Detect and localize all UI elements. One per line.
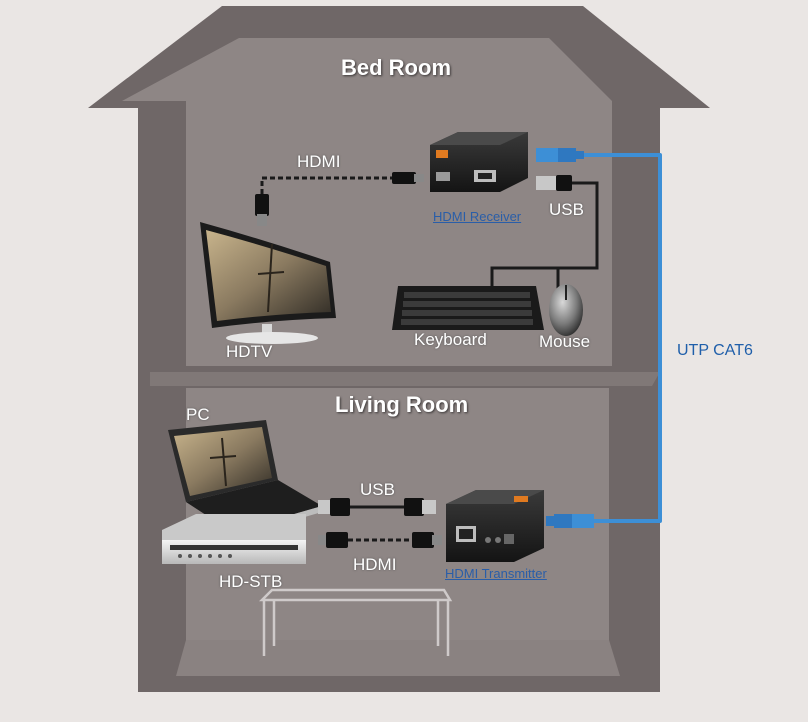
hd-stb-label: HD-STB xyxy=(219,572,283,591)
utp-cat6-cable xyxy=(584,153,662,523)
usb-connector-top xyxy=(490,175,599,290)
hdmi-cable-bottom xyxy=(318,532,442,548)
hdmi-transmitter-icon xyxy=(446,490,544,562)
rj45-connector-bottom xyxy=(546,514,594,528)
table-icon xyxy=(258,588,453,656)
usb-bottom-label: USB xyxy=(360,480,395,499)
usb-top-label: USB xyxy=(549,200,584,219)
usb-cable-bottom xyxy=(318,498,436,516)
hdmi-receiver-icon xyxy=(430,132,528,192)
rj45-connector-top xyxy=(536,148,584,162)
pc-laptop-icon xyxy=(168,420,322,538)
keyboard-label: Keyboard xyxy=(414,330,487,349)
living-room-floor xyxy=(176,640,620,676)
hdmi-receiver-label: HDMI Receiver xyxy=(433,209,522,224)
mouse-label: Mouse xyxy=(539,332,591,351)
hdtv-icon xyxy=(200,222,336,344)
utp-cat6-label: UTP CAT6 xyxy=(677,342,753,359)
keyboard-icon xyxy=(392,286,544,330)
pc-label: PC xyxy=(186,405,210,424)
hdtv-label: HDTV xyxy=(226,342,273,361)
hdmi-bottom-label: HDMI xyxy=(353,555,397,574)
living-room-title: Living Room xyxy=(335,392,469,417)
hdmi-top-label: HDMI xyxy=(297,152,341,171)
hd-stb-icon xyxy=(162,514,306,564)
floor-band xyxy=(150,372,660,386)
mouse-icon xyxy=(549,284,583,336)
bed-room-title: Bed Room xyxy=(341,55,451,80)
hdmi-cable-top xyxy=(255,172,424,226)
hdmi-transmitter-label: HDMI Transmitter xyxy=(445,566,547,581)
